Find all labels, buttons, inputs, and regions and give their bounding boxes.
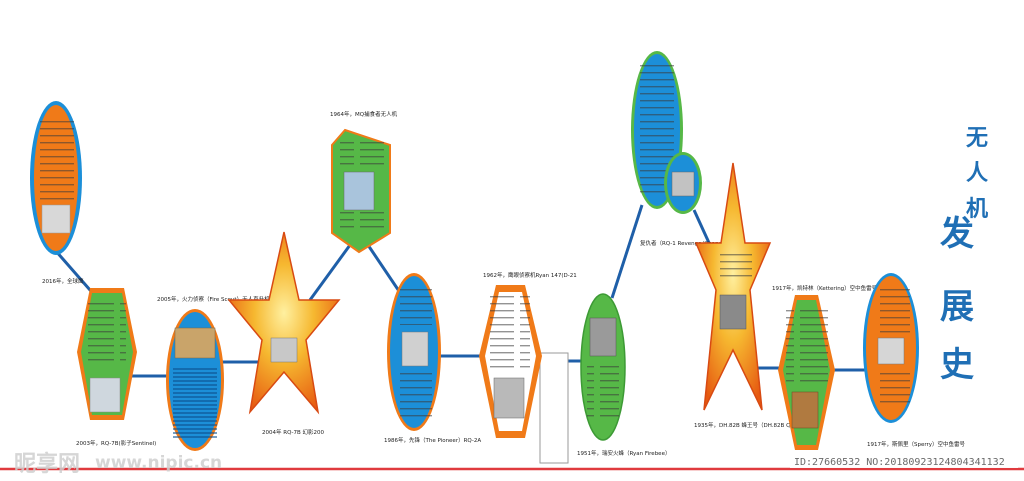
node-caption: 2003年，RQ-7B(影子Sentinel) [76,439,156,447]
photo [344,172,374,210]
vertical-title: 无 人 机 发 展 史 [940,125,988,385]
photo [402,332,428,366]
node-orange-ellipse-1: 2016年，全球鹰 [30,101,84,285]
photo [720,295,746,329]
title-char: 展 [940,287,974,327]
photo [90,378,120,412]
photo [878,338,904,364]
watermark-url: www.nipic.cn [95,453,222,473]
node-caption: 1986年，先锋（The Pioneer）RQ-2A [384,436,481,444]
photo [175,328,215,358]
watermark-brand: 昵享网 [14,451,80,477]
photo [590,318,616,356]
title-char: 史 [940,345,974,385]
node-caption: 1951年，瑞安火蜂（Ryan Firebee） [577,449,670,457]
title-char: 无 [966,125,988,151]
photo [271,338,297,362]
node-caption: 1962年，鹰眼侦察机Ryan 147(D-21 [483,271,577,279]
grey-panel [540,353,568,463]
node-caption: 2016年，全球鹰 [42,277,84,285]
title-char: 发 [940,214,974,254]
node-blue-ellipse-6: 1986年，先锋（The Pioneer）RQ-2A [384,273,481,444]
node-caption: 1964年，MQ捕食者无人机 [330,110,398,118]
connector-line [612,205,642,298]
node-caption: 1917年，凯特林（Kettering）空中鱼雷号 [772,284,878,292]
photo [42,205,70,233]
watermark-id: ID:27660532 NO:20180923124804341132 [794,457,1005,468]
photo [792,392,818,428]
connector-line [310,245,350,300]
connector-line [694,210,710,245]
photo [494,378,524,418]
node-green-ellipse-8: 1951年，瑞安火蜂（Ryan Firebee） [577,294,670,457]
node-star-4: 2004年 RQ-7B 幻影200 [229,232,339,436]
photo [672,172,694,196]
node-green-hexagon-2: 2003年，RQ-7B(影子Sentinel) [76,288,156,447]
node-green-hexagon-5: 1964年，MQ捕食者无人机 [330,110,398,252]
title-char: 人 [966,160,988,186]
node-caption: 2004年 RQ-7B 幻影200 [262,428,325,436]
node-caption: 1917年，斯佩里（Sperry）空中鱼雷号 [867,440,966,448]
